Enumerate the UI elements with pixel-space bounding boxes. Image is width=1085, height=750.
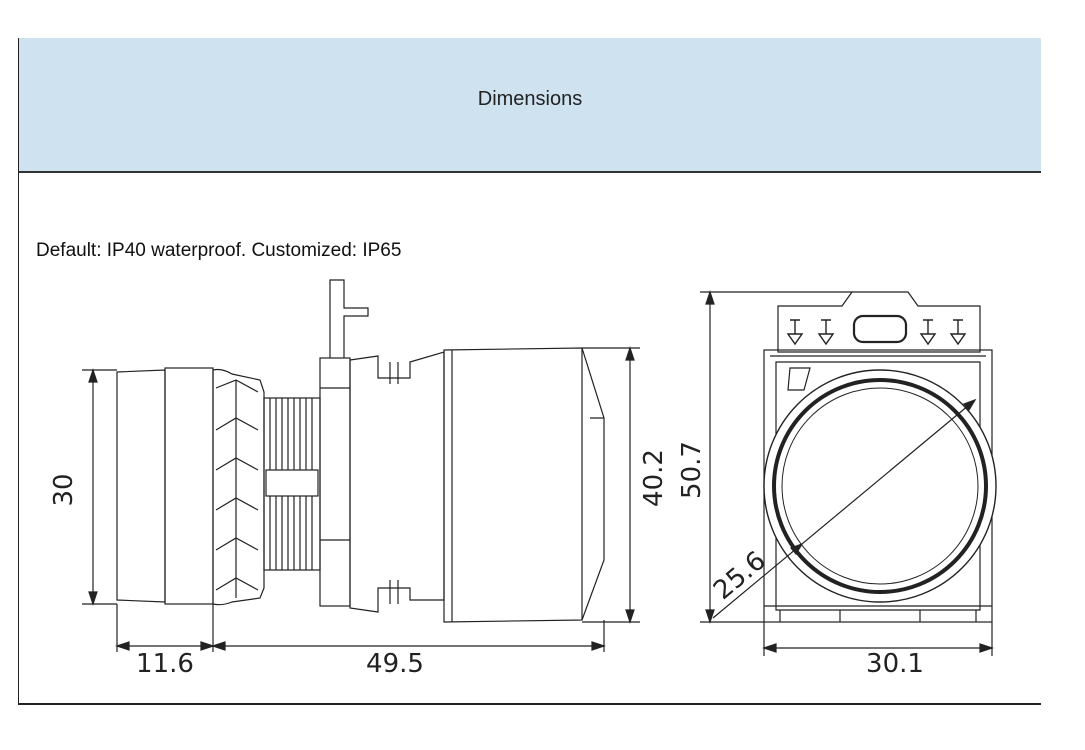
knurled-ring [212,368,265,606]
mounting-plate [319,279,369,607]
dim-11-6-label: 11.6 [136,649,194,679]
dim-50-7-label: 50.7 [677,441,707,499]
dim-50-7: 50.7 [677,290,852,624]
dim-40-2: 40.2 [582,346,669,624]
waterproof-note: Default: IP40 waterproof. Customized: IP… [36,240,402,261]
threaded-section [263,397,321,571]
header-bar: Dimensions [19,38,1041,173]
dim-49-5: 49.5 [211,620,606,679]
dim-30-1-label: 30.1 [866,649,924,679]
dim-30-label: 30 [49,473,79,506]
bezel [164,367,214,605]
dim-49-5-label: 49.5 [366,649,424,679]
lens-cap [116,369,166,603]
spec-frame: Dimensions [18,38,1041,705]
front-view: 25.6 50.7 30.1 [677,290,997,679]
dim-25-6-label: 25.6 [708,546,772,606]
dim-30: 30 [49,368,117,606]
clip-brackets [349,351,445,613]
dim-30-1: 30.1 [762,622,994,679]
arrow-down-icon [786,319,967,346]
round-button [763,369,997,603]
label-tag [777,291,981,353]
dim-40-2-label: 40.2 [639,449,669,507]
header-title: Dimensions [477,88,583,110]
dim-11-6: 11.6 [115,604,215,679]
contact-block [443,347,605,623]
side-view: 30 11.6 49.5 40.2 [49,279,669,679]
